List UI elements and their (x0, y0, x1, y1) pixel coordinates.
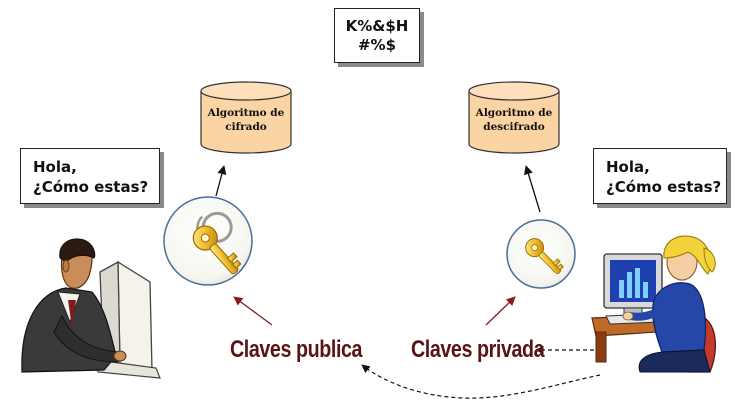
message-line: ¿Cómo estas? (33, 178, 149, 196)
encrypt-algorithm-label: Algoritmo de cifrado (201, 106, 291, 134)
plaintext-message-receiver: Hola, ¿Cómo estas? (593, 148, 727, 204)
decrypt-label-line: Algoritmo de (475, 107, 553, 119)
man-at-computer-illustration (21, 238, 161, 379)
arrow-public-key-to-cipher (215, 165, 227, 197)
encrypt-label-line: cifrado (225, 121, 267, 133)
decrypt-algorithm-cylinder (468, 81, 560, 154)
decrypt-label-line: descifrado (483, 121, 545, 133)
message-line: Hola, (606, 158, 650, 176)
encrypt-algorithm-cylinder (200, 81, 292, 154)
gold-key-icon (192, 211, 242, 275)
woman-at-computer-illustration (591, 235, 717, 373)
encrypt-label-line: Algoritmo de (207, 107, 285, 119)
gold-key-icon (525, 238, 564, 275)
ciphertext-line: #%$ (357, 36, 397, 54)
ciphertext-box: K%&$H #%$ (334, 8, 420, 63)
arrow-receiver-to-public-key (361, 364, 601, 399)
arrow-private-key-to-decipher (524, 165, 541, 213)
public-key-label: Claves publica (230, 336, 363, 363)
private-key-label: Claves privada (411, 336, 545, 363)
arrow-private-label-to-key (485, 296, 516, 326)
message-line: Hola, (33, 158, 77, 176)
arrow-public-label-to-key (233, 296, 273, 326)
ciphertext-line: K%&$H (345, 17, 409, 35)
message-line: ¿Cómo estas? (606, 178, 722, 196)
plaintext-message-sender: Hola, ¿Cómo estas? (20, 148, 160, 204)
decrypt-algorithm-label: Algoritmo de descifrado (469, 106, 559, 134)
